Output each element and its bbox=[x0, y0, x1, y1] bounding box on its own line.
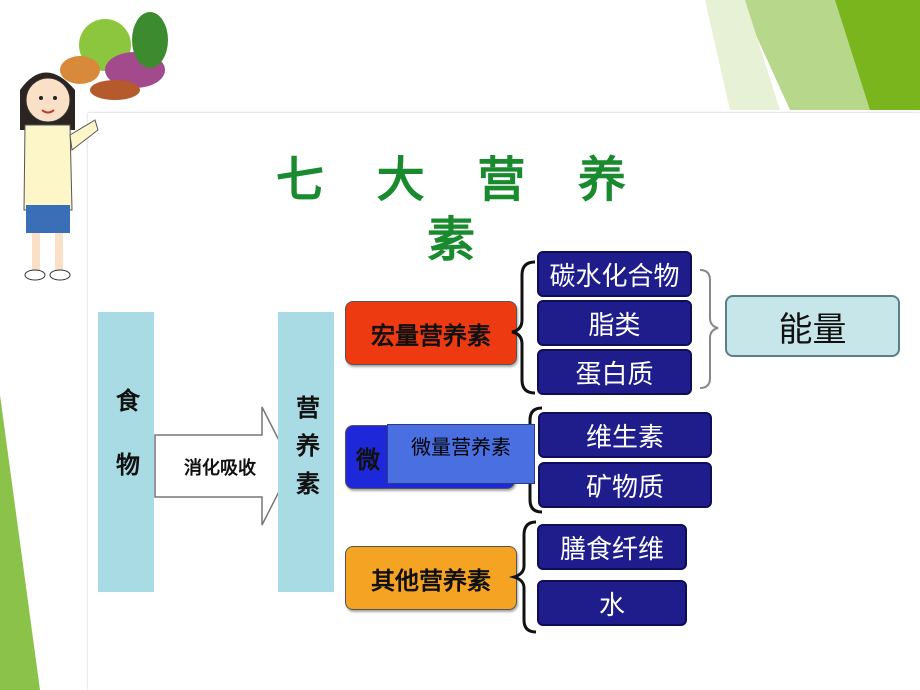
micro-nutrient-overlay-label: 微量营养素 bbox=[387, 424, 535, 484]
right-green-stripe-2 bbox=[835, 0, 920, 110]
macro-category: 宏量营养素 bbox=[345, 301, 517, 365]
girl-illustration bbox=[20, 72, 99, 281]
item-protein: 蛋白质 bbox=[537, 349, 692, 395]
right-green-stripe-3 bbox=[705, 0, 780, 110]
other-category: 其他营养素 bbox=[345, 546, 517, 610]
item-water: 水 bbox=[537, 580, 687, 626]
food-box: 食物 bbox=[98, 312, 154, 592]
item-vitamins: 维生素 bbox=[538, 412, 712, 458]
other-brace bbox=[508, 520, 537, 634]
process-label: 消化吸收 bbox=[184, 458, 256, 479]
nutrient-box: 营养素 bbox=[278, 312, 334, 592]
item-dietary-fiber: 膳食纤维 bbox=[537, 524, 687, 570]
macro-brace bbox=[511, 260, 536, 395]
left-green-stripe bbox=[0, 395, 40, 690]
energy-box: 能量 bbox=[725, 295, 900, 357]
vegetables-illustration bbox=[60, 12, 168, 100]
nutrient-label: 营养素 bbox=[291, 395, 321, 509]
item-minerals: 矿物质 bbox=[538, 462, 712, 508]
slide-title: 七 大 营 养 素 bbox=[275, 152, 645, 268]
energy-brace bbox=[699, 269, 719, 389]
item-lipids: 脂类 bbox=[537, 300, 692, 346]
item-carbohydrates: 碳水化合物 bbox=[537, 251, 692, 297]
food-label: 食物 bbox=[111, 388, 141, 516]
